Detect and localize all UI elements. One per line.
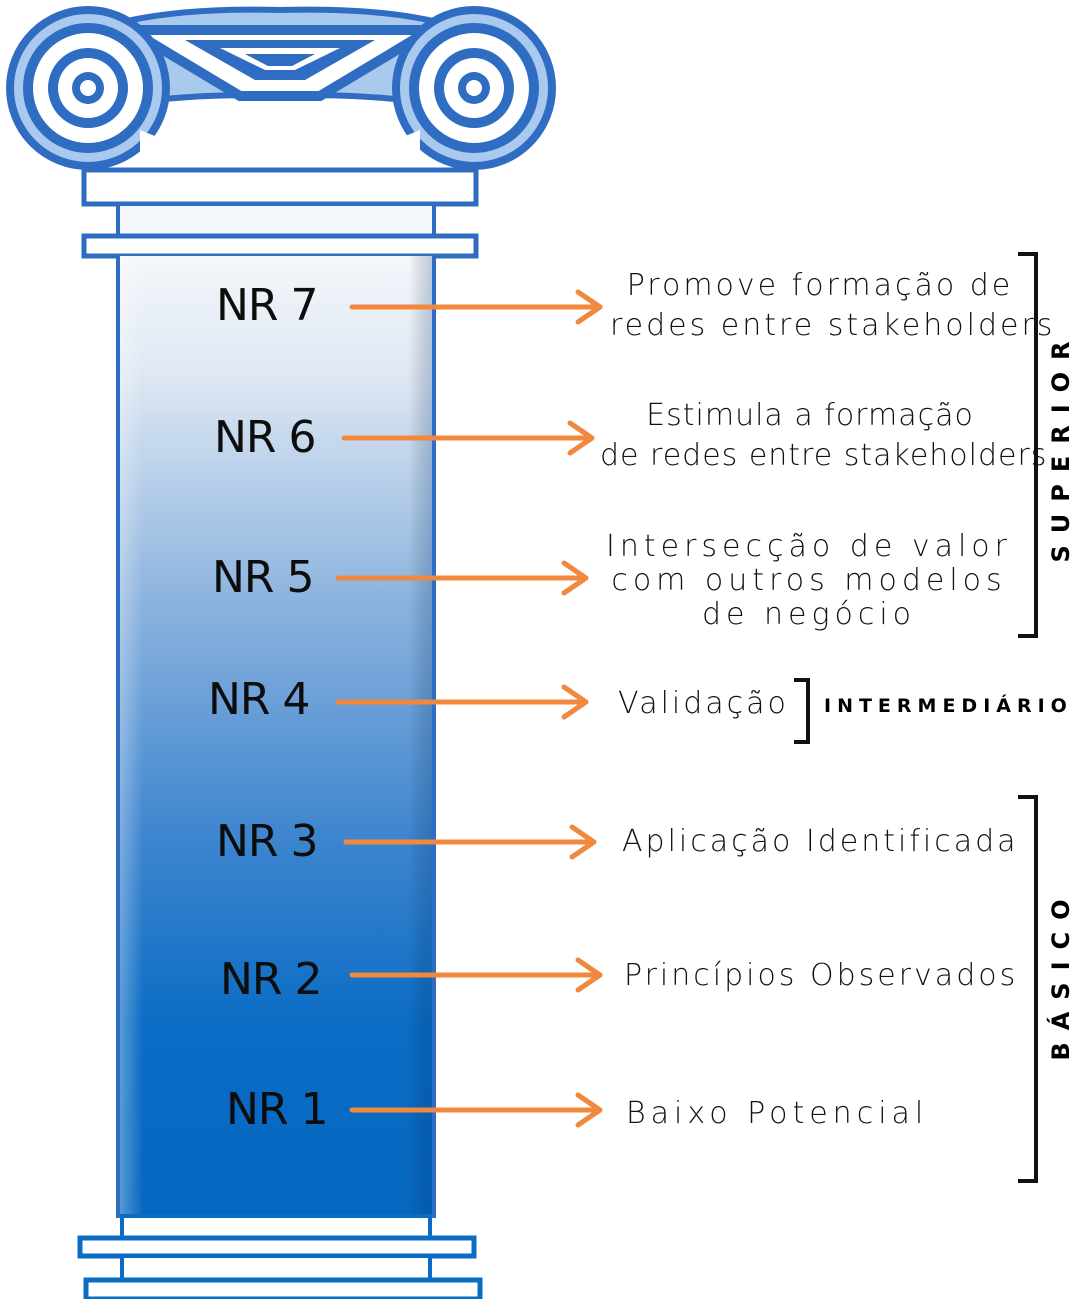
level-description-nr1: Baixo Potencial — [626, 1094, 928, 1134]
level-description-nr2: Princípios Observados — [624, 956, 1018, 996]
level-code-nr2: NR 2 — [220, 954, 322, 1005]
level-code-nr1: NR 1 — [226, 1084, 328, 1135]
description-line: com outros modelos — [611, 563, 1007, 598]
description-line: Promove formação de — [626, 268, 1014, 303]
arrow-nr1 — [349, 1092, 603, 1128]
bracket-intermediario — [794, 678, 810, 744]
level-code-nr3: NR 3 — [216, 816, 318, 867]
column-base — [77, 1214, 483, 1299]
level-code-nr6: NR 6 — [214, 412, 316, 463]
description-line: Validação — [618, 686, 789, 721]
group-label-basico: BÁSICO — [1047, 887, 1075, 1061]
description-line: Aplicação Identificada — [622, 824, 1019, 859]
level-code-nr5: NR 5 — [212, 552, 314, 603]
group-brackets — [794, 252, 1038, 1183]
column-shaft — [116, 256, 436, 1218]
description-line: Intersecção de valor — [606, 529, 1012, 564]
column-capital — [6, 6, 556, 259]
arrow-nr2 — [349, 957, 603, 993]
description-line: Baixo Potencial — [626, 1096, 929, 1131]
bracket-superior — [1018, 252, 1038, 638]
description-line: redes entre stakeholders — [610, 308, 1056, 343]
arrow-nr6 — [341, 420, 595, 456]
arrow-nr3 — [343, 824, 597, 860]
arrow-nr5 — [335, 560, 589, 596]
level-code-nr7: NR 7 — [216, 280, 318, 331]
arrow-nr4 — [335, 684, 589, 720]
level-description-nr7: Promove formação de redes entre stakehol… — [610, 266, 1056, 346]
description-line: de negócio — [701, 597, 917, 632]
arrow-nr7 — [349, 289, 603, 325]
description-line: Estimula a formação — [646, 398, 974, 433]
group-label-intermediario: INTERMEDIÁRIO — [824, 695, 1073, 717]
group-label-superior: SUPERIOR — [1047, 329, 1075, 563]
level-description-nr5: Intersecção de valor com outros modelos … — [604, 530, 1014, 632]
description-line: Princípios Observados — [624, 958, 1019, 993]
bracket-basico — [1018, 795, 1038, 1183]
level-description-nr6: Estimula a formação de redes entre stake… — [600, 396, 1048, 476]
arrows — [335, 289, 603, 1128]
level-description-nr3: Aplicação Identificada — [622, 822, 1019, 862]
description-line: de redes entre stakeholders — [600, 438, 1048, 473]
level-code-nr4: NR 4 — [208, 674, 310, 725]
level-description-nr4: Validação — [618, 684, 789, 724]
